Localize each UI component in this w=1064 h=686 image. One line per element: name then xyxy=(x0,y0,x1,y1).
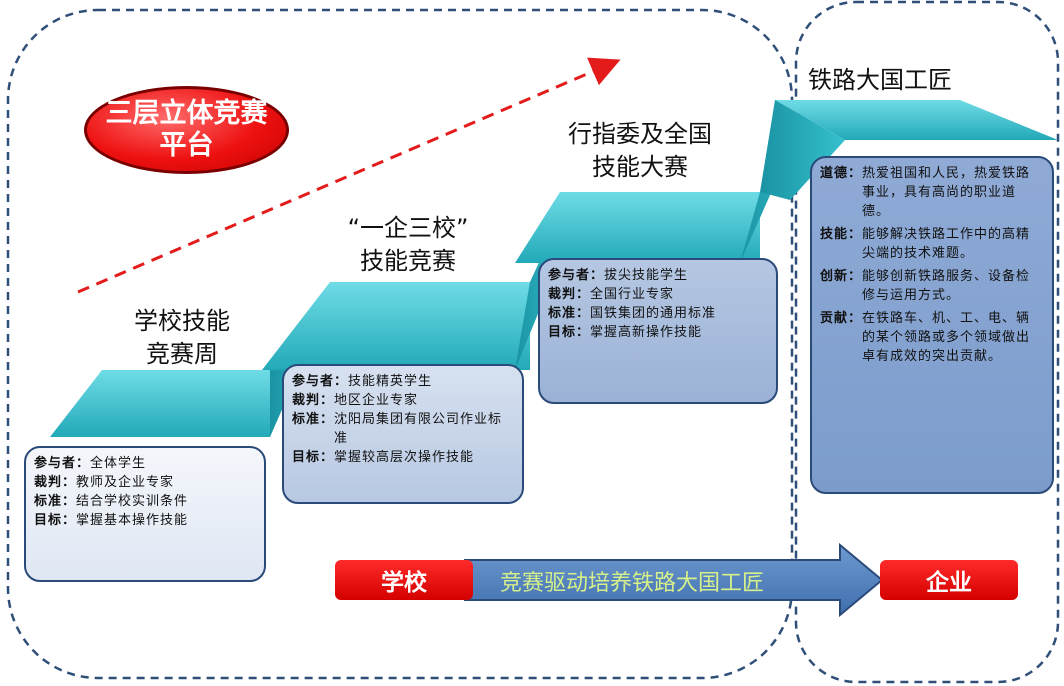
value-judge: 全国行业专家 xyxy=(590,287,675,302)
platform-line2: 平台 xyxy=(159,130,214,161)
stair-enterprise-line1: “一企三校” xyxy=(347,214,469,242)
label-standard: 标准： xyxy=(548,306,591,321)
value-judge: 地区企业专家 xyxy=(334,393,419,408)
banner-enterprise-tag: 企业 xyxy=(880,560,1018,600)
label-judge: 裁判： xyxy=(548,287,591,302)
label-participants: 参与者： xyxy=(548,268,605,283)
label-goal: 目标： xyxy=(292,450,335,465)
value-skill: 能够解决铁路工作中的高精尖端的技术难题。 xyxy=(862,227,1031,261)
right-title: 铁路大国工匠 xyxy=(808,66,952,94)
label-participants: 参与者： xyxy=(292,374,349,389)
value-standard: 沈阳局集团有限公司作业标准 xyxy=(334,412,503,446)
info-box-craftsman: 道德：热爱祖国和人民，热爱铁路事业，具有高尚的职业道德。 技能：能够解决铁路工作… xyxy=(810,156,1054,494)
label-standard: 标准： xyxy=(292,412,335,427)
value-standard: 国铁集团的通用标准 xyxy=(590,306,717,321)
value-judge: 教师及企业专家 xyxy=(76,475,175,490)
stair-school-line1: 学校技能 xyxy=(134,307,230,335)
label-goal: 目标： xyxy=(548,325,591,340)
info-box-national: 参与者：拔尖技能学生 裁判：全国行业专家 标准：国铁集团的通用标准 目标：掌握高… xyxy=(538,258,778,404)
value-innovation: 能够创新铁路服务、设备检修与运用方式。 xyxy=(862,269,1031,303)
label-innovation: 创新： xyxy=(820,269,863,284)
info-box-school: 参与者：全体学生 裁判：教师及企业专家 标准：结合学校实训条件 目标：掌握基本操… xyxy=(24,446,266,582)
stair-national-line1: 行指委及全国 xyxy=(568,120,712,148)
value-participants: 拔尖技能学生 xyxy=(604,268,689,283)
left-region-border xyxy=(6,8,794,680)
value-ethics: 热爱祖国和人民，热爱铁路事业，具有高尚的职业道德。 xyxy=(862,166,1031,219)
banner-arrow xyxy=(464,542,884,618)
rising-arrow xyxy=(77,57,621,294)
label-goal: 目标： xyxy=(34,513,77,528)
label-skill: 技能： xyxy=(820,227,863,242)
value-goal: 掌握高新操作技能 xyxy=(590,325,703,340)
label-judge: 裁判： xyxy=(292,393,335,408)
stair-label-enterprise: “一企三校” 技能竞赛 xyxy=(318,212,498,278)
label-standard: 标准： xyxy=(34,494,77,509)
platform-badge: 三层立体竞赛 平台 xyxy=(84,86,289,174)
value-goal: 掌握基本操作技能 xyxy=(76,513,189,528)
stair-enterprise-line2: 技能竞赛 xyxy=(360,247,456,275)
platform-line1: 三层立体竞赛 xyxy=(105,98,268,129)
label-judge: 裁判： xyxy=(34,475,77,490)
stair-label-school: 学校技能 竞赛周 xyxy=(102,305,262,371)
right-region-border xyxy=(794,0,1060,684)
value-participants: 全体学生 xyxy=(90,456,147,471)
value-participants: 技能精英学生 xyxy=(348,374,433,389)
banner-slogan: 竞赛驱动培养铁路大国工匠 xyxy=(500,571,765,596)
stair-label-national: 行指委及全国 技能大赛 xyxy=(545,118,735,184)
staircase xyxy=(50,100,1058,437)
label-participants: 参与者： xyxy=(34,456,91,471)
stair-national-line2: 技能大赛 xyxy=(592,153,688,181)
value-goal: 掌握较高层次操作技能 xyxy=(334,450,475,465)
value-contribution: 在铁路车、机、工、电、辆的某个领路或多个领域做出卓有成效的突出贡献。 xyxy=(862,311,1031,364)
label-ethics: 道德： xyxy=(820,166,863,181)
label-contribution: 贡献： xyxy=(820,311,863,326)
value-standard: 结合学校实训条件 xyxy=(76,494,189,509)
info-box-enterprise: 参与者：技能精英学生 裁判：地区企业专家 标准：沈阳局集团有限公司作业标准 目标… xyxy=(282,364,524,504)
banner-school-tag: 学校 xyxy=(335,560,473,600)
stair-school-line2: 竞赛周 xyxy=(146,340,218,368)
